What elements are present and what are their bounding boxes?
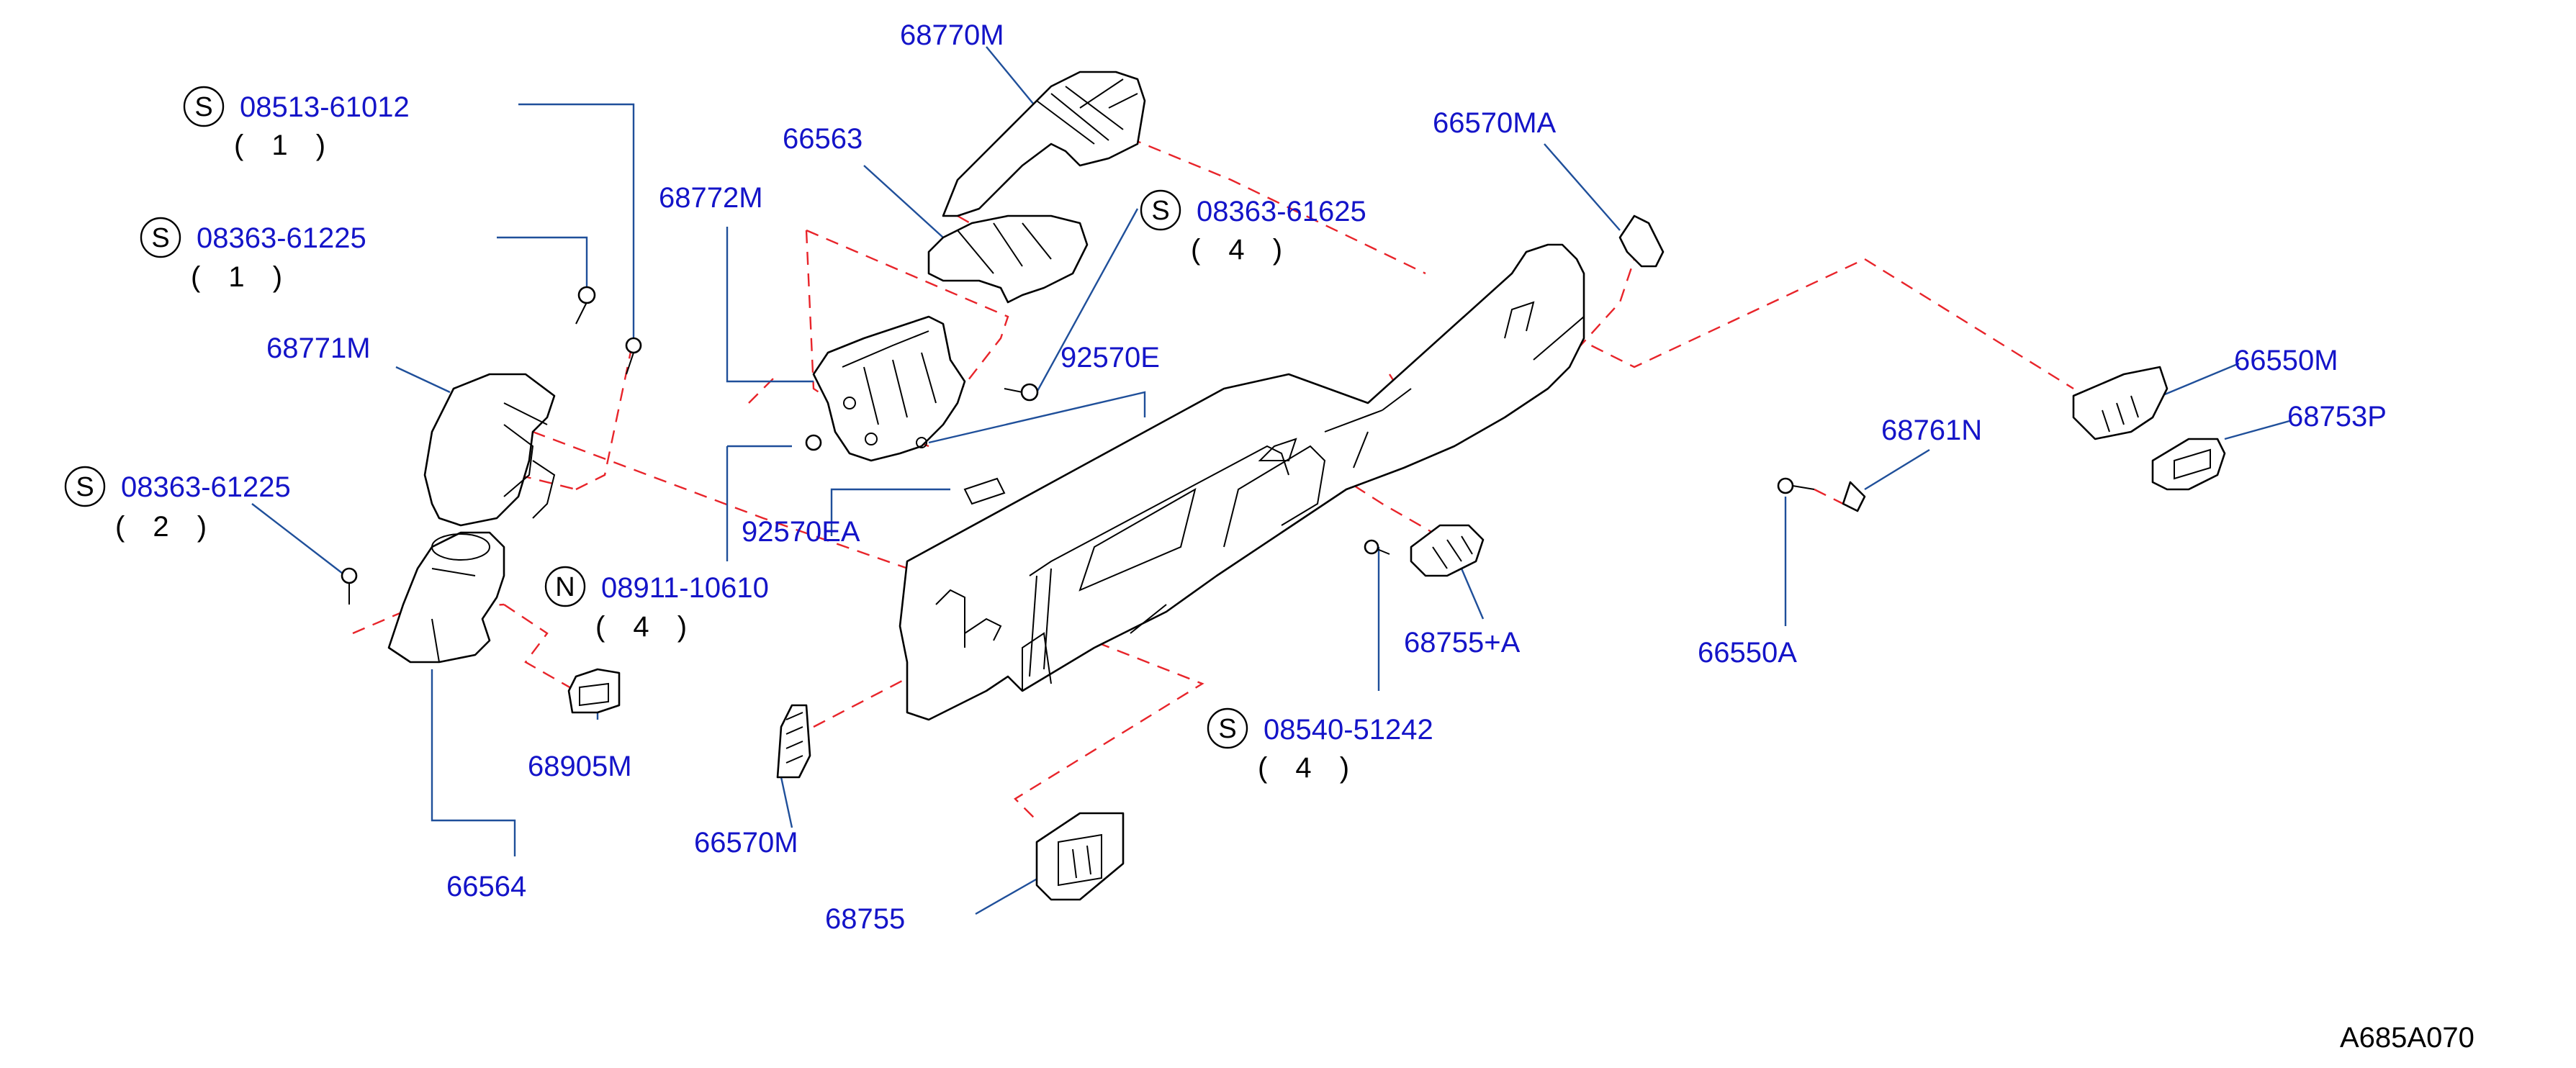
label-68771M: 68771M xyxy=(266,332,371,364)
callout-letter: S xyxy=(194,92,212,122)
callout-number: 08911-10610 xyxy=(601,572,769,604)
part-68770M-duct xyxy=(942,71,1146,217)
label-92570E: 92570E xyxy=(1060,342,1160,374)
callout-08363-61625: S 08363-61625 ( 4 ) xyxy=(1140,189,1366,266)
callout-qty: ( 1 ) xyxy=(191,261,292,293)
part-68771M-duct xyxy=(423,373,556,527)
callout-letter: S xyxy=(151,223,169,253)
callout-number: 08363-61225 xyxy=(121,471,291,503)
part-68755A-vent xyxy=(1410,524,1485,577)
part-68755-vent xyxy=(1035,812,1125,901)
callout-number: 08363-61225 xyxy=(197,222,366,254)
label-92570EA: 92570EA xyxy=(742,516,860,548)
part-66563-duct xyxy=(927,214,1089,304)
callout-qty: ( 4 ) xyxy=(595,611,697,643)
part-66570M-vent xyxy=(776,704,811,779)
part-66570MA-vent xyxy=(1618,214,1665,268)
callout-08911-10610: N 08911-10610 ( 4 ) xyxy=(544,566,769,643)
diagram-reference-code: A685A070 xyxy=(2340,1022,2474,1054)
label-68772M: 68772M xyxy=(659,182,763,214)
assembly-dash-lines xyxy=(352,128,2074,821)
label-66570MA: 66570MA xyxy=(1433,107,1557,139)
callout-letter: N xyxy=(555,572,575,602)
fasteners xyxy=(341,286,1039,605)
label-68761N: 68761N xyxy=(1881,415,1982,446)
callout-08363-61225-a: S 08363-61225 ( 1 ) xyxy=(140,217,366,293)
callout-qty: ( 4 ) xyxy=(1258,752,1359,784)
label-66570M: 66570M xyxy=(694,827,798,859)
part-labels: 68770M 66563 66570MA 68772M 68771M 92570… xyxy=(266,19,2474,1054)
instrument-panel xyxy=(899,243,1585,721)
part-68761N-clip xyxy=(1842,481,1866,512)
label-68770M: 68770M xyxy=(900,19,1004,51)
leader-lines xyxy=(251,46,2290,915)
label-66550A: 66550A xyxy=(1698,637,1797,669)
callout-number: 08540-51242 xyxy=(1264,714,1433,746)
callout-qty: ( 1 ) xyxy=(234,130,335,161)
screw-08540-51242 xyxy=(1364,539,1390,555)
part-66550A-screw xyxy=(1777,477,1815,494)
callout-08540-51242: S 08540-51242 ( 4 ) xyxy=(1207,707,1433,784)
part-68905M-cover xyxy=(567,668,621,714)
callout-number: 08363-61625 xyxy=(1197,196,1366,227)
callout-letter: S xyxy=(1151,196,1169,226)
callout-08363-61225-b: S 08363-61225 ( 2 ) xyxy=(64,466,291,543)
callout-letter: S xyxy=(76,472,94,502)
part-66564-duct xyxy=(387,531,505,664)
label-68755A: 68755+A xyxy=(1404,627,1521,659)
callout-qty: ( 2 ) xyxy=(115,511,217,543)
callout-number: 08513-61012 xyxy=(240,91,410,123)
label-66563: 66563 xyxy=(783,123,863,155)
label-66564: 66564 xyxy=(446,871,526,902)
callout-qty: ( 4 ) xyxy=(1191,234,1292,266)
part-68753P-vent xyxy=(2151,438,2226,491)
part-68772M-nozzle xyxy=(812,315,966,462)
callout-08513-61012: S 08513-61012 ( 1 ) xyxy=(183,86,410,161)
label-68755: 68755 xyxy=(825,903,905,935)
label-66550M: 66550M xyxy=(2234,345,2338,376)
part-66550M-grille xyxy=(2072,366,2169,440)
label-68753P: 68753P xyxy=(2287,401,2387,433)
callout-letter: S xyxy=(1218,714,1236,744)
label-68905M: 68905M xyxy=(528,751,632,782)
